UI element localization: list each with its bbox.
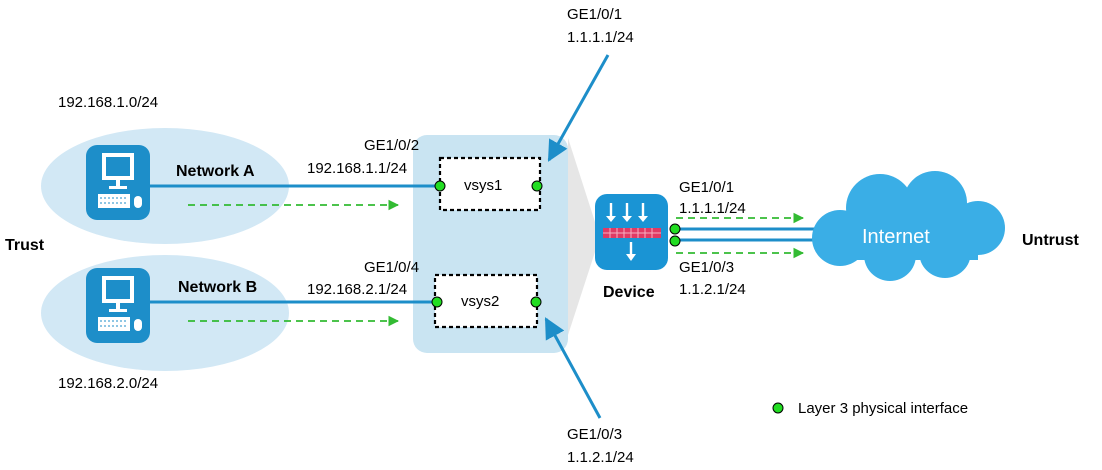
interface-dot-device-ge101 [669, 223, 681, 235]
firewall-icon [595, 194, 668, 270]
cloud-icon [812, 171, 1005, 281]
interface-dot-vsys1-external [531, 180, 543, 192]
ge102-name: GE1/0/2 [364, 137, 419, 154]
network-a-label: Network A [176, 163, 255, 180]
legend-label: Layer 3 physical interface [798, 400, 968, 417]
interface-dot-ge102 [434, 180, 446, 192]
arrow-ge101-to-vsys1 [547, 54, 610, 162]
internet-label: Internet [862, 226, 930, 248]
ge102-ip: 192.168.1.1/24 [307, 160, 407, 177]
top-ge101-ip: 1.1.1.1/24 [567, 29, 634, 46]
interface-dot-ge104 [431, 296, 443, 308]
device-ge101-ip: 1.1.1.1/24 [679, 200, 746, 217]
zone-untrust-label: Untrust [1022, 232, 1080, 249]
interface-dot-vsys2-external [530, 296, 542, 308]
device-ge101-name: GE1/0/1 [679, 179, 734, 196]
device-label: Device [603, 284, 655, 301]
device-ge103-ip: 1.1.2.1/24 [679, 281, 746, 298]
ge104-name: GE1/0/4 [364, 259, 419, 276]
arrow-ge103-to-vsys2 [544, 317, 602, 419]
bottom-ge103-name: GE1/0/3 [567, 426, 622, 443]
zone-trust-label: Trust [5, 237, 45, 254]
pc-icon [86, 268, 150, 343]
top-ge101-name: GE1/0/1 [567, 6, 622, 23]
ge104-ip: 192.168.2.1/24 [307, 281, 407, 298]
bottom-ge103-ip: 1.1.2.1/24 [567, 449, 634, 466]
network-b-subnet: 192.168.2.0/24 [58, 375, 158, 392]
vsys-to-device-funnel [568, 138, 595, 335]
network-a-subnet: 192.168.1.0/24 [58, 94, 158, 111]
vsys2-label: vsys2 [461, 293, 499, 310]
network-b-label: Network B [178, 279, 257, 296]
legend-dot [772, 402, 784, 414]
vsys1-label: vsys1 [464, 177, 502, 194]
interface-dot-device-ge103 [669, 235, 681, 247]
pc-icon [86, 145, 150, 220]
network-b-ellipse [41, 255, 289, 371]
device-ge103-name: GE1/0/3 [679, 259, 734, 276]
